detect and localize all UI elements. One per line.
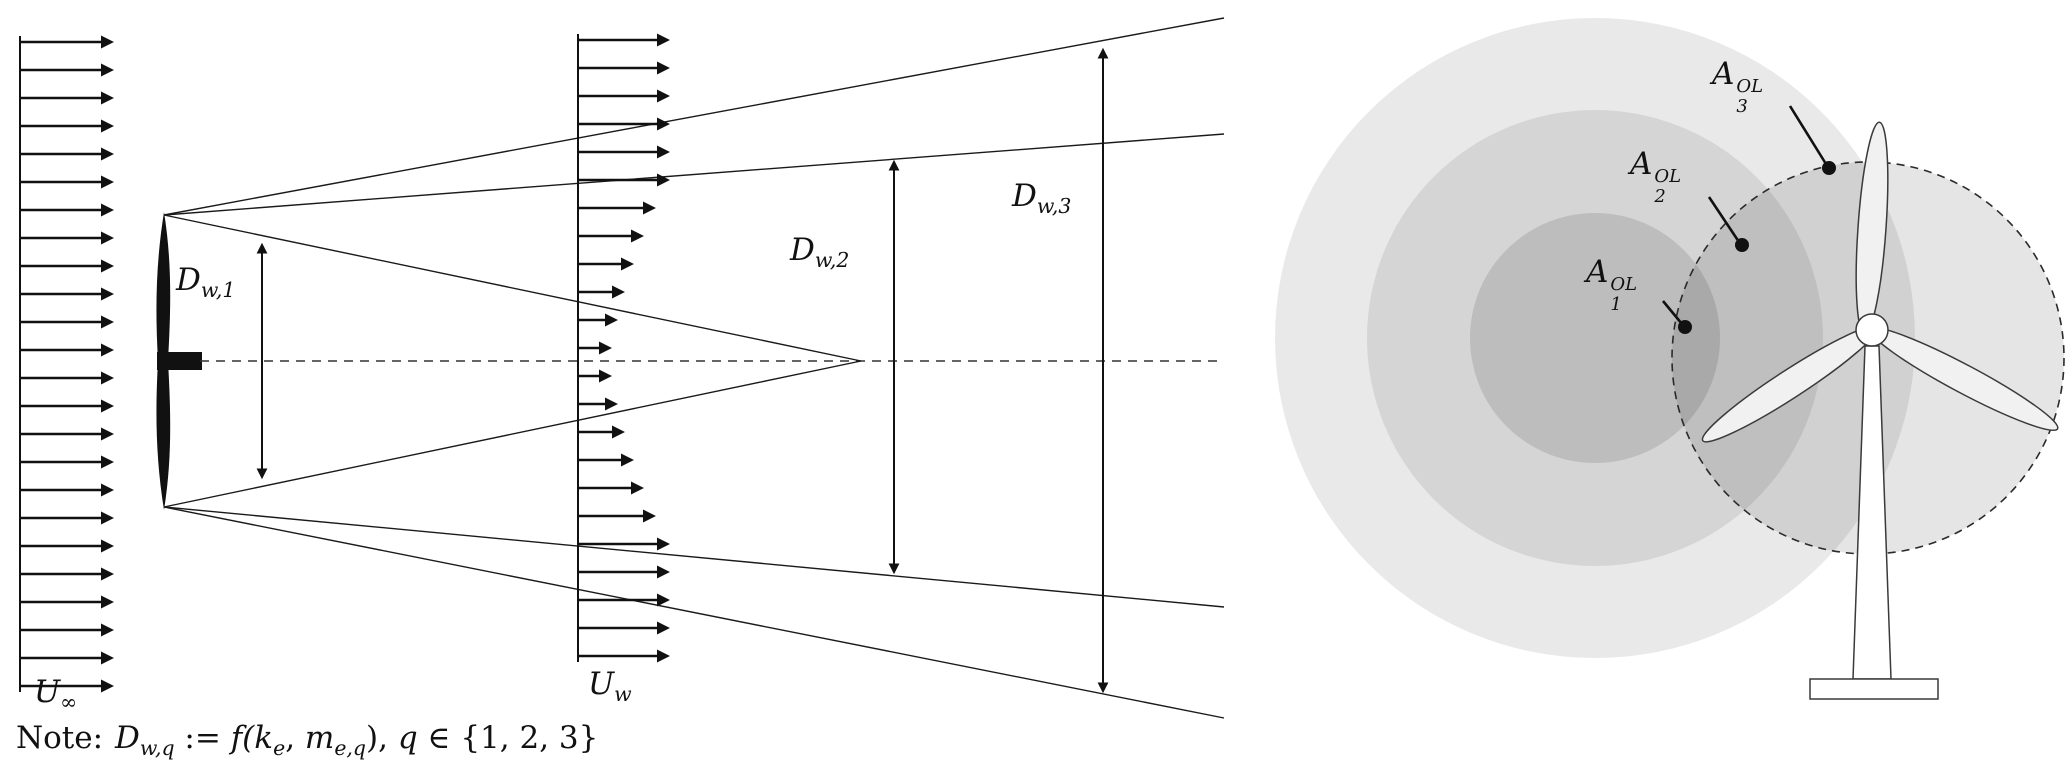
turbine-base — [1809, 678, 1939, 700]
u-wake-label: Uw — [588, 666, 632, 704]
a2-leader-line — [1707, 196, 1741, 243]
math-sub: 1 — [1610, 293, 1622, 315]
a1-dot — [1678, 320, 1692, 334]
math-base: D — [115, 720, 140, 756]
math-sub: ∞ — [60, 690, 78, 715]
wake2-top-boundary — [163, 133, 1225, 216]
math-sup: OL — [1610, 274, 1638, 296]
a3-leader-line — [1788, 105, 1828, 165]
math-base: D — [176, 262, 201, 298]
rotor — [156, 212, 202, 510]
math-base: A — [1586, 254, 1609, 290]
dw1-label: Dw,1 — [176, 262, 235, 300]
math-base: q — [397, 720, 418, 756]
math-sub: 2 — [1654, 185, 1666, 207]
rotor-hub — [157, 352, 202, 370]
inflow-velocity-profile — [19, 35, 114, 693]
math-sub: w — [614, 682, 632, 707]
math-sub: 3 — [1736, 95, 1748, 117]
math-sub: e,q — [334, 736, 366, 761]
math-base: D — [790, 232, 815, 268]
note-set: ∈ {1, 2, 3} — [417, 720, 599, 756]
math-base: m — [304, 720, 335, 756]
a1-leader-line — [1661, 300, 1684, 325]
a3-dot — [1822, 161, 1836, 175]
math-base: D — [1012, 178, 1037, 214]
math-sub: w,q — [139, 736, 175, 761]
dimension-arrows — [256, 47, 1109, 694]
math-sub: w,1 — [200, 278, 236, 303]
wake3-bottom-boundary — [163, 506, 1225, 719]
dw2-label: Dw,2 — [790, 232, 849, 270]
wake-overlap-circles — [1275, 18, 1915, 658]
wake2-bottom-boundary — [163, 506, 1225, 608]
note-separator: , — [285, 720, 305, 756]
math-base: U — [588, 666, 615, 702]
wake-core-bottom-boundary — [163, 360, 862, 508]
wake3-top-boundary — [163, 17, 1225, 216]
wake-circle-1 — [1470, 213, 1720, 463]
math-base: A — [1630, 146, 1653, 182]
u-infinity-label: U∞ — [34, 674, 77, 712]
math-sub: e — [273, 736, 286, 761]
note-prefix: Note: — [16, 720, 104, 756]
math-sup: OL — [1654, 166, 1682, 188]
math-func: f( — [230, 720, 255, 756]
wake-boundaries — [163, 17, 1225, 719]
math-base: A — [1712, 56, 1735, 92]
wind-turbine — [1701, 121, 2059, 700]
figure-note: Note: Dw,q := f(ke, me,q), q ∈ {1, 2, 3} — [16, 720, 599, 758]
note-assign: := — [174, 720, 231, 756]
math-sub: w,3 — [1036, 194, 1072, 219]
math-sup: OL — [1736, 76, 1764, 98]
wake-velocity-profile — [577, 33, 670, 663]
note-close: ), — [366, 720, 398, 756]
annotation-leaders — [1661, 105, 1836, 334]
math-sub: w,2 — [814, 248, 850, 273]
wake-core-top-boundary — [163, 214, 862, 362]
math-base: U — [34, 674, 61, 710]
math-base: k — [254, 720, 274, 756]
turbine-hub — [1855, 313, 1889, 347]
dw3-label: Dw,3 — [1012, 178, 1071, 216]
a2-dot — [1735, 238, 1749, 252]
